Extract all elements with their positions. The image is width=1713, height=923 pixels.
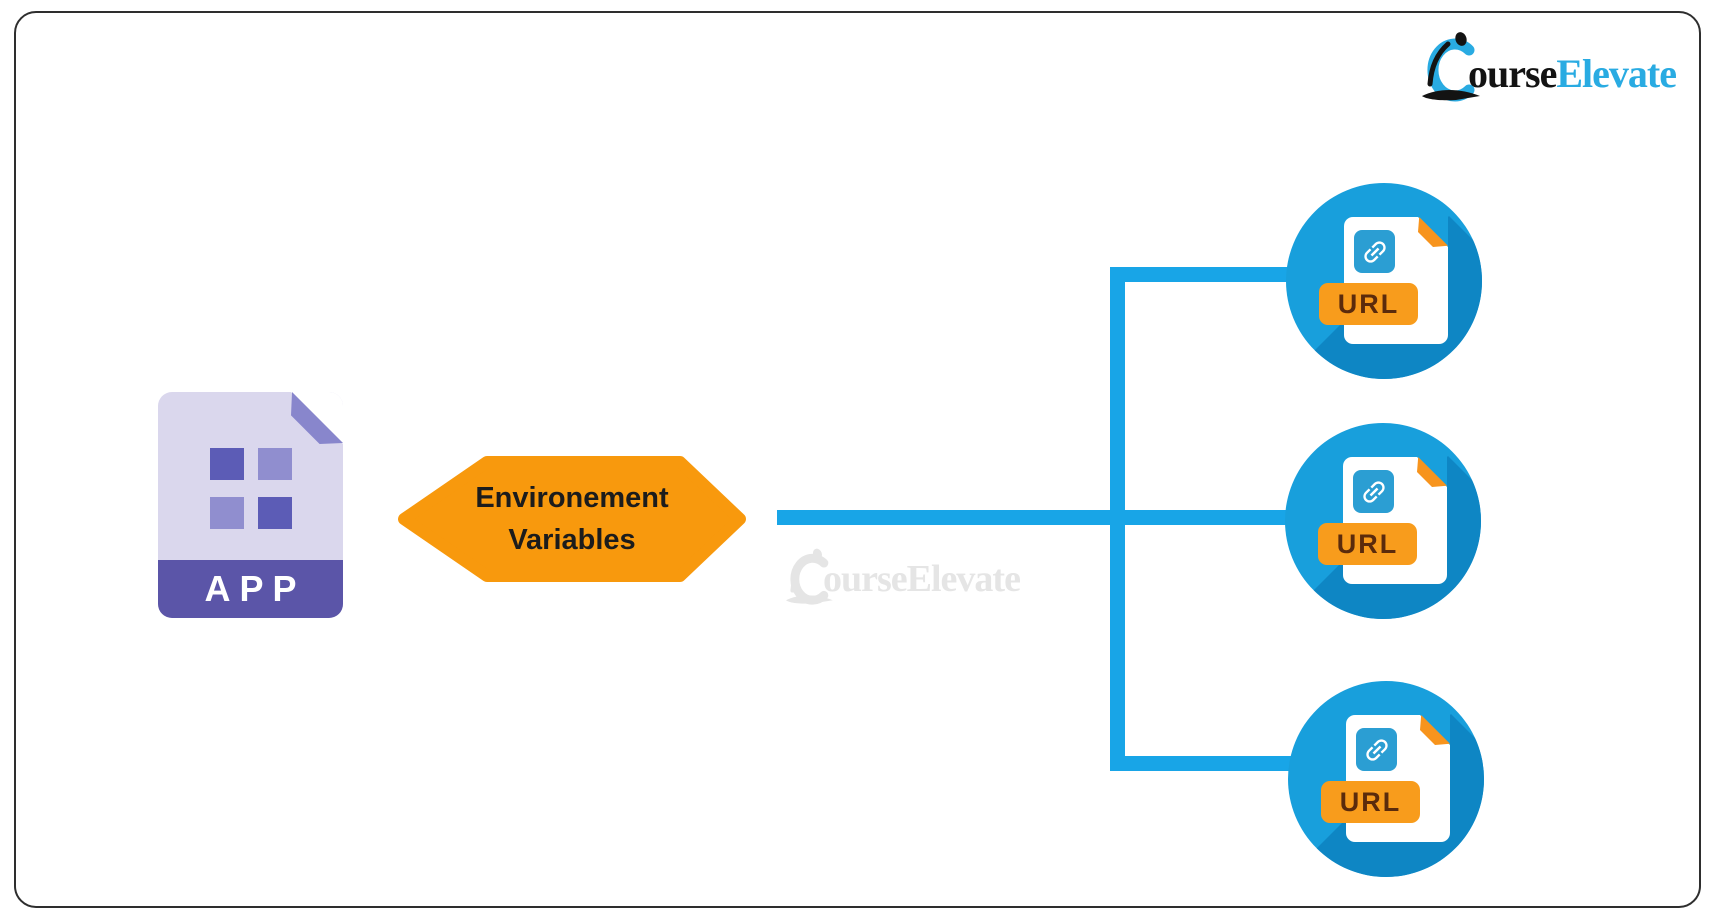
url-badge: URL <box>1319 283 1418 325</box>
url-label: URL <box>1339 786 1402 817</box>
brand-logo: ourseElevate <box>1422 28 1677 104</box>
document-link-icon: URL <box>1321 715 1450 842</box>
hexagon-shape <box>398 456 746 582</box>
connector-main-line <box>777 510 1292 525</box>
app-label: APP <box>204 568 306 609</box>
app-grid-square <box>258 497 292 529</box>
url-node-bottom: URL <box>1288 681 1484 877</box>
environment-variables-node: Environement Variables <box>397 455 747 583</box>
connector-bottom-branch <box>1110 756 1295 771</box>
app-file-icon: APP <box>158 392 343 618</box>
connector-top-branch <box>1110 267 1290 282</box>
document-link-icon: URL <box>1318 457 1447 584</box>
url-badge: URL <box>1321 781 1420 823</box>
url-label: URL <box>1337 288 1400 319</box>
app-grid-square <box>258 448 292 480</box>
watermark-logo-icon <box>786 548 833 605</box>
brand-logo-icon <box>1422 32 1480 102</box>
connector-trunk-line <box>1110 267 1125 771</box>
hexagon-label-line1: Environement <box>475 482 669 514</box>
app-file-body: APP <box>158 392 343 618</box>
app-grid-square <box>210 448 244 480</box>
hexagon-label: Environement Variables <box>397 455 747 583</box>
brand-text-black: ourse <box>1468 51 1557 96</box>
watermark: ourseElevate <box>786 545 1021 607</box>
brand-logo-text: ourseElevate <box>1468 51 1677 104</box>
brand-text-blue: Elevate <box>1556 51 1677 96</box>
document-link-icon: URL <box>1319 217 1448 344</box>
url-node-middle: URL <box>1285 423 1481 619</box>
url-label: URL <box>1336 528 1399 559</box>
url-badge: URL <box>1318 523 1417 565</box>
url-node-top: URL <box>1286 183 1482 379</box>
hexagon-label-line2: Variables <box>508 524 636 556</box>
app-grid-square <box>210 497 244 529</box>
link-icon <box>1356 728 1397 771</box>
link-icon <box>1354 230 1395 273</box>
watermark-text: ourseElevate <box>823 558 1021 600</box>
link-icon <box>1353 470 1394 513</box>
app-label-banner: APP <box>158 560 343 618</box>
